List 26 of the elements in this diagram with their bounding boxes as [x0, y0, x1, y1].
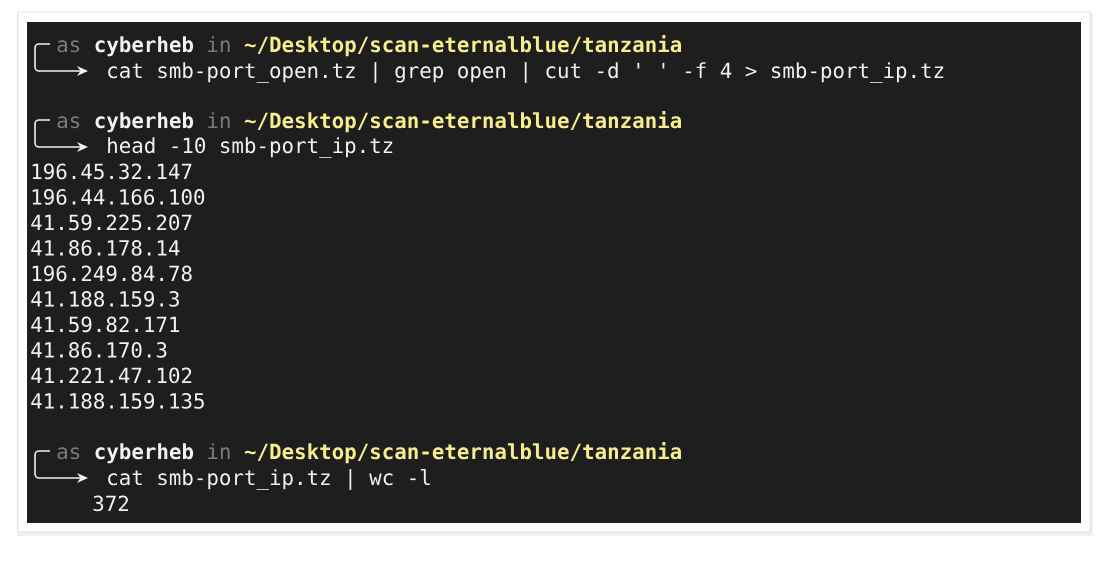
output-text: 41.188.159.135: [31, 393, 204, 409]
output-text: 41.59.225.207: [31, 214, 192, 231]
directory-path: ~/Desktop/scan-eternalblue/tanzania: [244, 35, 681, 57]
user-name: cyberheb: [95, 36, 194, 57]
prompt-keyword: in: [208, 36, 230, 52]
prompt-keyword: in: [208, 112, 230, 128]
output-text: 41.86.178.14: [31, 240, 180, 256]
output-text: 196.44.166.100: [32, 189, 205, 205]
output-text: 196.249.84.78: [32, 265, 192, 282]
prompt-keyword: in: [208, 443, 230, 459]
output-text: 196.45.32.147: [32, 163, 192, 180]
command-text: head -10 smb-port_ip.tz: [108, 137, 393, 158]
output-text: 41.188.159.3: [31, 291, 179, 307]
command-text: cat smb-port_open.tz | grep open | cut -d ' ' -f 4 > smb-port_ip.tz: [108, 62, 944, 83]
output-text: 41.86.170.3: [31, 342, 167, 358]
output-text: 41.59.82.171: [31, 316, 180, 333]
prompt-keyword: as: [57, 447, 80, 460]
prompt-keyword: as: [57, 40, 80, 53]
user-name: cyberheb: [95, 112, 194, 133]
directory-path: ~/Desktop/scan-eternalblue/tanzania: [244, 442, 681, 464]
output-text: 372: [93, 495, 128, 512]
output-text: 41.221.47.102: [31, 367, 192, 384]
user-name: cyberheb: [95, 443, 194, 464]
directory-path: ~/Desktop/scan-eternalblue/tanzania: [244, 111, 681, 133]
command-text: cat smb-port_ip.tz | wc -l: [108, 469, 430, 490]
prompt-keyword: as: [57, 116, 80, 129]
